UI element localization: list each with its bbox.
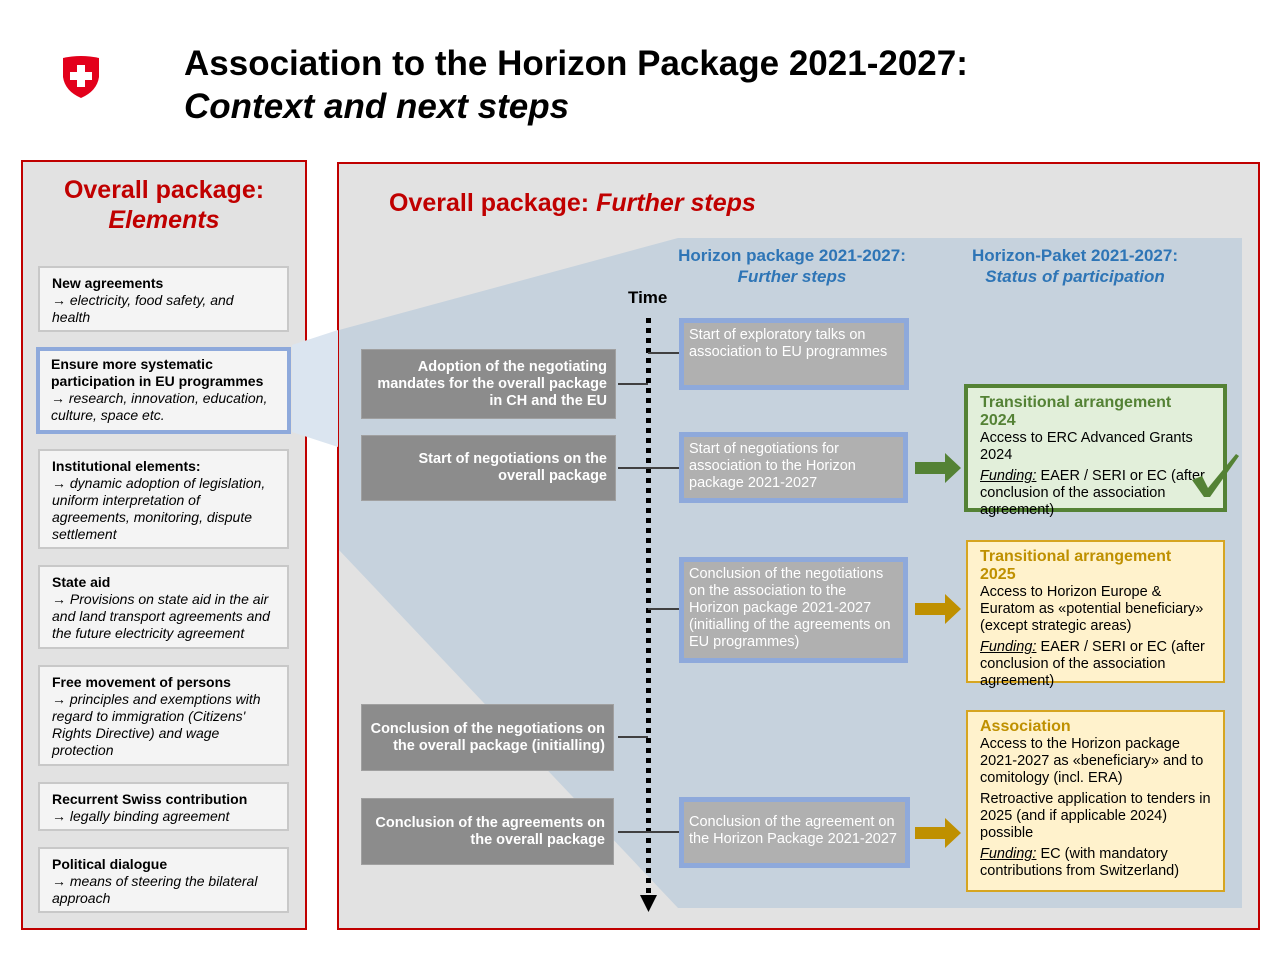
tick: [648, 352, 680, 354]
element-institutional: Institutional elements:→ dynamic adoptio…: [38, 449, 289, 549]
element-title: Free movement of persons: [52, 674, 231, 690]
title-line1: Association to the Horizon Package 2021-…: [184, 44, 968, 83]
element-free-movement: Free movement of persons→ principles and…: [38, 665, 289, 766]
step-text: Conclusion of the agreements on the over…: [375, 814, 605, 848]
right-panel-title: Overall package: Further steps: [389, 188, 756, 218]
element-detail: → research, innovation, education, cultu…: [51, 390, 268, 423]
status-text: Access to the Horizon package 2021-2027 …: [980, 736, 1204, 786]
swiss-coat-of-arms-logo: [63, 56, 99, 98]
arrow-right-icon: [915, 453, 961, 483]
left-panel-title: Overall package: Elements: [23, 175, 305, 235]
status-heading: Horizon-Paket 2021-2027: Status of partic…: [945, 245, 1205, 287]
horizon-step: Start of negotiations for association to…: [679, 432, 908, 503]
element-eu-programmes: Ensure more systematic participation in …: [36, 347, 291, 434]
element-title: State aid: [52, 574, 111, 590]
step-text: Conclusion of the negotiations on the as…: [689, 566, 891, 650]
overall-step: Conclusion of the agreements on the over…: [361, 798, 614, 865]
overall-step: Adoption of the negotiating mandates for…: [361, 349, 616, 419]
element-title: Political dialogue: [52, 856, 168, 872]
tick: [618, 467, 680, 469]
horizon-step: Conclusion of the negotiations on the as…: [679, 557, 908, 663]
element-detail: → Provisions on state aid in the air and…: [52, 591, 270, 641]
heading-line1: Horizon package 2021-2027:: [678, 246, 906, 265]
overall-step: Start of negotiations on the overall pac…: [361, 435, 616, 501]
element-swiss-contribution: Recurrent Swiss contribution→ legally bi…: [38, 782, 289, 831]
element-title: Ensure more systematic participation in …: [51, 356, 264, 389]
right-title-b: Further steps: [596, 189, 756, 217]
right-title-a: Overall package:: [389, 189, 597, 217]
element-title: New agreements: [52, 275, 164, 291]
step-text: Start of exploratory talks on associatio…: [689, 327, 888, 360]
status-title: Association: [980, 718, 1071, 735]
element-detail: → legally binding agreement: [52, 808, 230, 824]
status-title: Transitional arrangement 2025: [980, 548, 1172, 583]
horizon-steps-heading: Horizon package 2021-2027: Further steps: [660, 245, 924, 287]
tick: [618, 831, 680, 833]
status-transitional-2024: Transitional arrangement 2024 Access to …: [964, 384, 1227, 518]
left-title-line1: Overall package:: [63, 176, 265, 204]
step-text: Conclusion of the negotiations on the ov…: [370, 720, 605, 754]
status-funding: Funding: EC (with mandatory contribution…: [980, 846, 1211, 880]
element-detail: → electricity, food safety, and health: [52, 292, 234, 325]
heading-line2: Further steps: [737, 267, 847, 286]
step-text: Start of negotiations on the overall pac…: [418, 451, 608, 484]
tick: [648, 608, 680, 610]
tick: [618, 383, 648, 385]
status-text: Access to Horizon Europe & Euratom as «p…: [980, 584, 1204, 634]
overall-step: Conclusion of the negotiations on the ov…: [361, 704, 614, 771]
element-state-aid: State aid→ Provisions on state aid in th…: [38, 565, 289, 649]
tick: [618, 736, 648, 738]
element-title: Recurrent Swiss contribution: [52, 791, 248, 807]
step-text: Adoption of the negotiating mandates for…: [377, 358, 607, 409]
horizon-step: Start of exploratory talks on associatio…: [679, 318, 909, 390]
arrow-right-icon: [915, 818, 961, 848]
funding-text: EC (with mandatory contributions from Sw…: [980, 846, 1180, 879]
funding-text: EAER / SERI or EC (after conclusion of t…: [980, 639, 1205, 689]
element-detail: → principles and exemptions with regard …: [52, 691, 261, 758]
element-detail: → means of steering the bilateral approa…: [52, 873, 258, 906]
step-text: Conclusion of the agreement on the Horiz…: [689, 814, 897, 847]
step-text: Start of negotiations for association to…: [689, 441, 856, 491]
title-line2: Context and next steps: [184, 87, 570, 126]
time-label: Time: [628, 288, 668, 307]
page-title: Association to the Horizon Package 2021-…: [184, 42, 968, 128]
checkmark-icon: [1192, 454, 1239, 497]
funding-label: Funding:: [980, 639, 1037, 655]
element-political-dialogue: Political dialogue→ means of steering th…: [38, 847, 289, 913]
status-transitional-2025: Transitional arrangement 2025 Access to …: [966, 540, 1225, 689]
status-text2: Retroactive application to tenders in 20…: [980, 791, 1211, 841]
status-association: Association Access to the Horizon packag…: [966, 710, 1225, 892]
funding-label: Funding:: [980, 468, 1037, 484]
funding-text: EAER / SERI or EC (after conclusion of t…: [980, 468, 1205, 518]
status-text: Access to ERC Advanced Grants 2024: [980, 430, 1193, 463]
element-new-agreements: New agreements→ electricity, food safety…: [38, 266, 289, 332]
status-funding: Funding: EAER / SERI or EC (after conclu…: [980, 468, 1211, 519]
heading-line2: Status of participation: [985, 267, 1165, 286]
timeline-arrowhead-icon: [640, 895, 657, 912]
left-title-line2: Elements: [108, 206, 220, 234]
funding-label: Funding:: [980, 846, 1037, 862]
element-detail: → dynamic adoption of legislation, unifo…: [52, 475, 266, 542]
element-title: Institutional elements:: [52, 458, 201, 474]
arrow-right-icon: [915, 594, 961, 624]
status-funding: Funding: EAER / SERI or EC (after conclu…: [980, 639, 1211, 690]
heading-line1: Horizon-Paket 2021-2027:: [972, 246, 1178, 265]
status-title: Transitional arrangement 2024: [980, 394, 1172, 429]
horizon-step: Conclusion of the agreement on the Horiz…: [679, 797, 910, 868]
